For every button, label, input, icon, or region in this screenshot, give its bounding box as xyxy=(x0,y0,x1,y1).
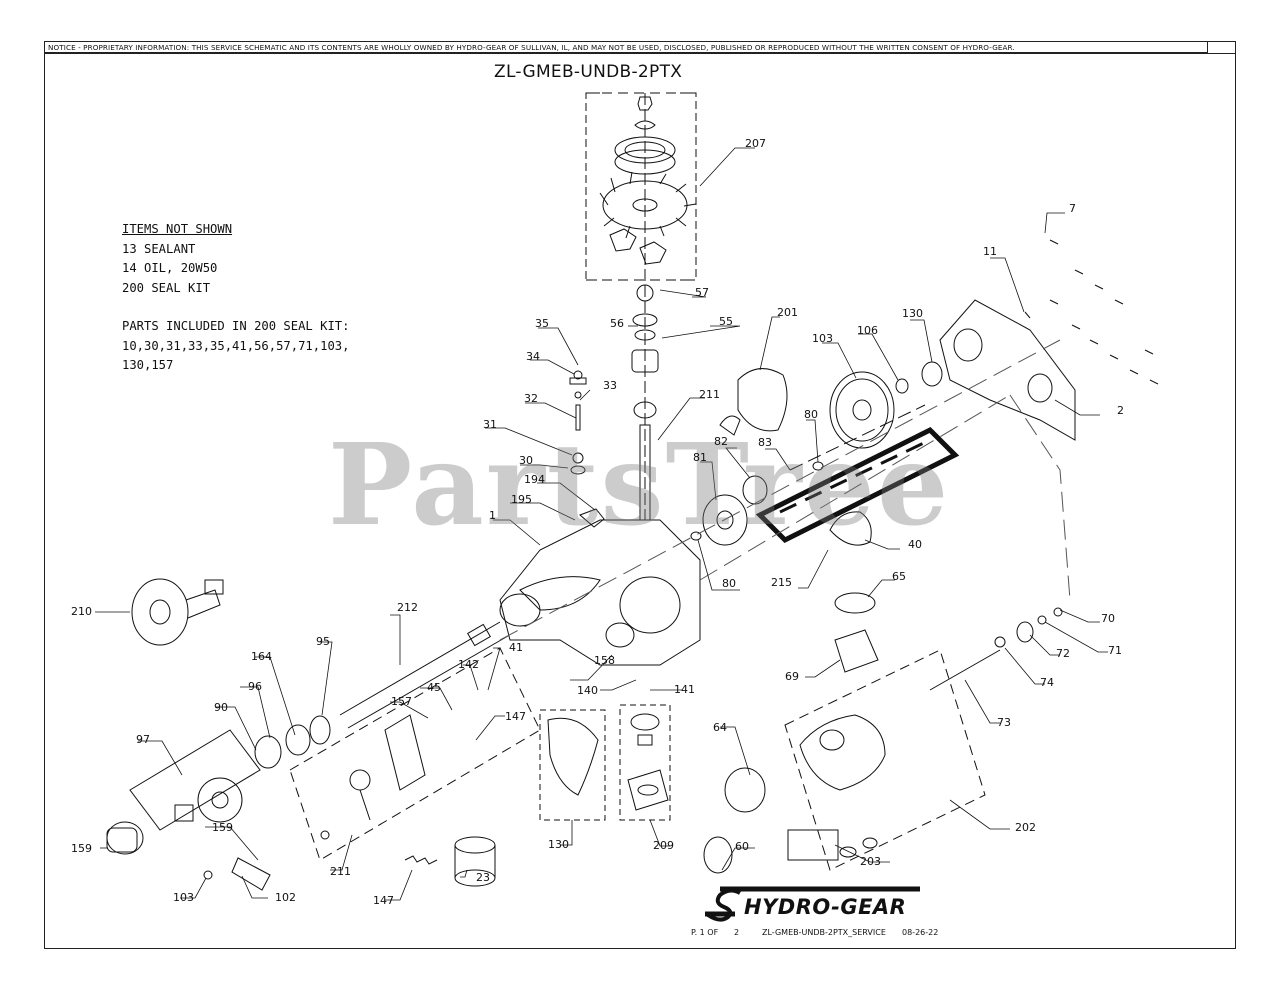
callout-69: 69 xyxy=(785,670,799,683)
callout-74: 74 xyxy=(1040,676,1054,689)
callout-93: 130 xyxy=(902,307,923,320)
callout-11: 11 xyxy=(983,245,997,258)
callout-33: 33 xyxy=(603,379,617,392)
callout-82: 82 xyxy=(714,435,728,448)
callout-159: 159 xyxy=(212,821,233,834)
callout-41: 41 xyxy=(509,641,523,654)
callout-81: 81 xyxy=(693,451,707,464)
callout-35: 35 xyxy=(535,317,549,330)
callout-96: 96 xyxy=(248,680,262,693)
notes-heading: ITEMS NOT SHOWN xyxy=(122,222,233,236)
callout-34: 34 xyxy=(526,350,540,363)
callout-23: 23 xyxy=(476,871,490,884)
callout-90: 90 xyxy=(214,701,228,714)
callout-212: 212 xyxy=(397,601,418,614)
callout-83: 83 xyxy=(758,436,772,449)
note-item: 13 SEALANT xyxy=(122,241,196,256)
page-total: 2 xyxy=(734,928,740,937)
callout-193: 194 xyxy=(524,473,545,486)
callout-209: 210 xyxy=(71,605,92,618)
callout-7: 7 xyxy=(1069,202,1076,215)
frame-notch xyxy=(1208,41,1236,53)
callout-142: 157 xyxy=(391,695,412,708)
callout-215: 215 xyxy=(771,576,792,589)
callout-97: 97 xyxy=(136,733,150,746)
callout-201: 202 xyxy=(1015,821,1036,834)
callout-32: 32 xyxy=(524,392,538,405)
callout-164: 164 xyxy=(251,650,272,663)
document-name: ZL-GMEB-UNDB-2PTX_SERVICE xyxy=(762,928,886,937)
proprietary-notice: NOTICE - PROPRIETARY INFORMATION: THIS S… xyxy=(44,41,1208,53)
fan-assembly-group xyxy=(585,92,697,520)
callout-1: 1 xyxy=(489,509,496,522)
leader-lines xyxy=(95,147,1108,901)
callout-195: 201 xyxy=(777,306,798,319)
seal-kit-line: 10,30,31,33,35,41,56,57,71,103, xyxy=(122,338,350,353)
callout-203: 209 xyxy=(653,839,674,852)
revision-date: 08-26-22 xyxy=(902,928,939,937)
note-item: 200 SEAL KIT xyxy=(122,280,211,295)
callout-60: 60 xyxy=(735,840,749,853)
callout-2: 2 xyxy=(1117,404,1124,417)
callout-80-lower: 80 xyxy=(722,577,736,590)
callout-194: 195 xyxy=(511,493,532,506)
oil-filter xyxy=(454,836,496,887)
callout-64: 64 xyxy=(713,721,727,734)
drawing-frame xyxy=(44,53,1236,949)
callout-157: 158 xyxy=(594,654,615,667)
callout-92: 106 xyxy=(857,324,878,337)
main-housing xyxy=(499,508,701,666)
seal-kit-heading: PARTS INCLUDED IN 200 SEAL KIT: xyxy=(122,319,350,333)
callout-106: 130 xyxy=(548,838,569,851)
callout-207: 207 xyxy=(745,137,766,150)
side-cover xyxy=(939,299,1076,441)
callout-158: 159 xyxy=(71,842,92,855)
hub-assembly-97 xyxy=(129,729,261,831)
callout-73: 73 xyxy=(997,716,1011,729)
hydro-gear-logo: HYDRO-GEAR xyxy=(744,895,907,919)
callout-40: 40 xyxy=(908,538,922,551)
notes-block: ITEMS NOT SHOWN 13 SEALANT 14 OIL, 20W50… xyxy=(122,220,349,376)
callout-147: 147 xyxy=(373,894,394,907)
callout-103: 103 xyxy=(173,891,194,904)
callout-45: 45 xyxy=(427,681,441,694)
diagram-title: ZL-GMEB-UNDB-2PTX xyxy=(494,62,683,82)
callout-130-right: 141 xyxy=(674,683,695,696)
callout-102: 102 xyxy=(275,891,296,904)
callout-55: 55 xyxy=(719,315,733,328)
note-item: 14 OIL, 20W50 xyxy=(122,261,218,275)
seal-kit-line: 130,157 xyxy=(122,358,174,372)
callout-71: 71 xyxy=(1108,644,1122,657)
callout-57: 57 xyxy=(695,286,709,299)
callout-72: 72 xyxy=(1056,647,1070,660)
callout-141: 147 xyxy=(505,710,526,723)
callout-31: 31 xyxy=(483,418,497,431)
callout-95: 95 xyxy=(316,635,330,648)
callout-30: 30 xyxy=(519,454,533,467)
callout-56: 56 xyxy=(610,317,624,330)
large-gear xyxy=(829,371,895,449)
callout-210: 211 xyxy=(699,388,720,401)
callout-140: 142 xyxy=(458,658,479,671)
callout-65: 65 xyxy=(892,570,906,583)
callout-91: 103 xyxy=(812,332,833,345)
hub-flange xyxy=(131,578,224,646)
callout-211: 211 xyxy=(330,865,351,878)
callout-80-upper: 80 xyxy=(804,408,818,421)
callout-202: 203 xyxy=(860,855,881,868)
callout-130-left: 140 xyxy=(577,684,598,697)
callout-70: 70 xyxy=(1101,612,1115,625)
page-label: P. 1 OF xyxy=(691,928,719,937)
